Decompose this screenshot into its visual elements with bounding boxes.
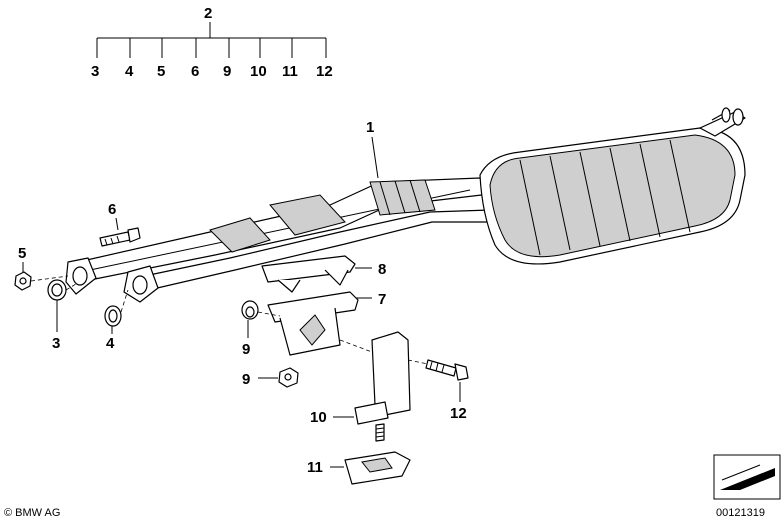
callout-2-sub-5: 5 xyxy=(157,63,165,80)
callout-7: 7 xyxy=(378,291,386,308)
callout-5: 5 xyxy=(18,245,26,262)
callout-12: 12 xyxy=(450,405,467,422)
callout-2-sub-3: 3 xyxy=(91,63,99,80)
callout-10: 10 xyxy=(310,409,327,426)
bracket-10 xyxy=(339,331,411,442)
callout-8: 8 xyxy=(378,261,386,278)
callout-2-bracket xyxy=(96,22,327,58)
bracket-8 xyxy=(261,255,356,293)
callout-2-sub-12: 12 xyxy=(316,63,333,80)
callout-2-sub-10: 10 xyxy=(250,63,267,80)
callout-2-sub-4: 4 xyxy=(125,63,134,80)
callout-4: 4 xyxy=(106,335,115,352)
callout-2-sub-6: 6 xyxy=(191,63,199,80)
view-orientation-icon xyxy=(713,454,781,500)
callout-9-top: 9 xyxy=(242,341,250,358)
nut-9-bottom xyxy=(278,367,299,388)
bolt-6 xyxy=(99,227,141,247)
callout-9-bottom: 9 xyxy=(242,371,250,388)
copyright-text: © BMW AG xyxy=(4,507,60,519)
callout-11: 11 xyxy=(307,459,323,476)
callout-6: 6 xyxy=(108,201,116,218)
rear-muffler xyxy=(479,107,746,265)
callout-2-sub-9: 9 xyxy=(223,63,231,80)
rubber-mount-7 xyxy=(267,291,359,356)
diagram-number: 00121319 xyxy=(716,507,765,519)
nut-9-top xyxy=(241,300,281,320)
callout-3: 3 xyxy=(52,335,60,352)
exhaust-pipes xyxy=(77,177,493,293)
bolt-12 xyxy=(407,359,469,381)
gaskets-nuts-left xyxy=(14,271,129,327)
callout-2-sub-11: 11 xyxy=(282,63,298,80)
callout-1: 1 xyxy=(366,119,374,136)
pipe-flanges xyxy=(65,257,159,303)
clip-11 xyxy=(344,451,411,485)
callout-2: 2 xyxy=(204,5,212,22)
